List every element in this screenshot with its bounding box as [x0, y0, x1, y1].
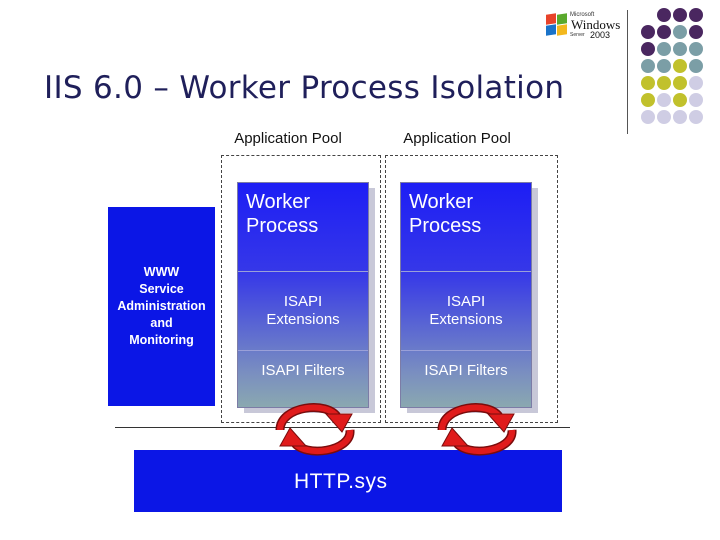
logo-year: 2003 [590, 30, 611, 40]
decorative-dot [657, 8, 671, 22]
www-service-label: WWW Service Administration and Monitorin… [117, 265, 206, 347]
decorative-dot [673, 8, 687, 22]
logo-small-text: Microsoft [570, 12, 595, 18]
decorative-dot [689, 25, 703, 39]
worker-process-1: Worker Process ISAPI Extensions ISAPI Fi… [237, 182, 369, 408]
http-sys-label: HTTP.sys [294, 470, 388, 493]
decorative-dot [673, 42, 687, 56]
cycle-arrow-icon [437, 403, 517, 456]
pool-label-1: Application Pool [234, 130, 342, 147]
decorative-dot [673, 25, 687, 39]
divider-line [627, 10, 628, 134]
decorative-dot [689, 59, 703, 73]
decorative-dot [641, 59, 655, 73]
decorative-dot [673, 93, 687, 107]
page-title: IIS 6.0 – Worker Process Isolation [44, 70, 565, 106]
decorative-dot [641, 42, 655, 56]
worker-title-2: Worker Process [409, 191, 482, 237]
decorative-dot [673, 110, 687, 124]
isapi-filters-1: ISAPI Filters [238, 350, 368, 406]
windows-server-logo: Microsoft Windows Server 2003 [546, 10, 626, 40]
isapi-extensions-2: ISAPI Extensions [401, 271, 531, 350]
worker-title-1: Worker Process [246, 191, 319, 237]
decorative-dot [657, 93, 671, 107]
decorative-dot [689, 42, 703, 56]
decorative-dot [657, 110, 671, 124]
decorative-dot [673, 76, 687, 90]
decorative-dot [689, 93, 703, 107]
logo-server-text: Server [570, 32, 585, 38]
decorative-dot [641, 25, 655, 39]
decorative-dot [641, 76, 655, 90]
isapi-extensions-1: ISAPI Extensions [238, 271, 368, 350]
decorative-dot [657, 42, 671, 56]
decorative-dot [641, 110, 655, 124]
decorative-dot [641, 93, 655, 107]
isapi-filters-2: ISAPI Filters [401, 350, 531, 406]
decorative-dot [673, 59, 687, 73]
decorative-dot [657, 59, 671, 73]
decorative-dot [689, 8, 703, 22]
worker-process-2: Worker Process ISAPI Extensions ISAPI Fi… [400, 182, 532, 408]
pool-label-2: Application Pool [403, 130, 511, 147]
decorative-dot [689, 110, 703, 124]
decorative-dot [657, 25, 671, 39]
decorative-dot [689, 76, 703, 90]
logo-brand: Windows [571, 17, 621, 32]
www-service-admin-box: WWW Service Administration and Monitorin… [108, 207, 215, 406]
cycle-arrow-icon [275, 403, 355, 456]
http-sys-box: HTTP.sys [134, 450, 562, 512]
decorative-dot [657, 76, 671, 90]
windows-flag-icon [546, 13, 568, 36]
